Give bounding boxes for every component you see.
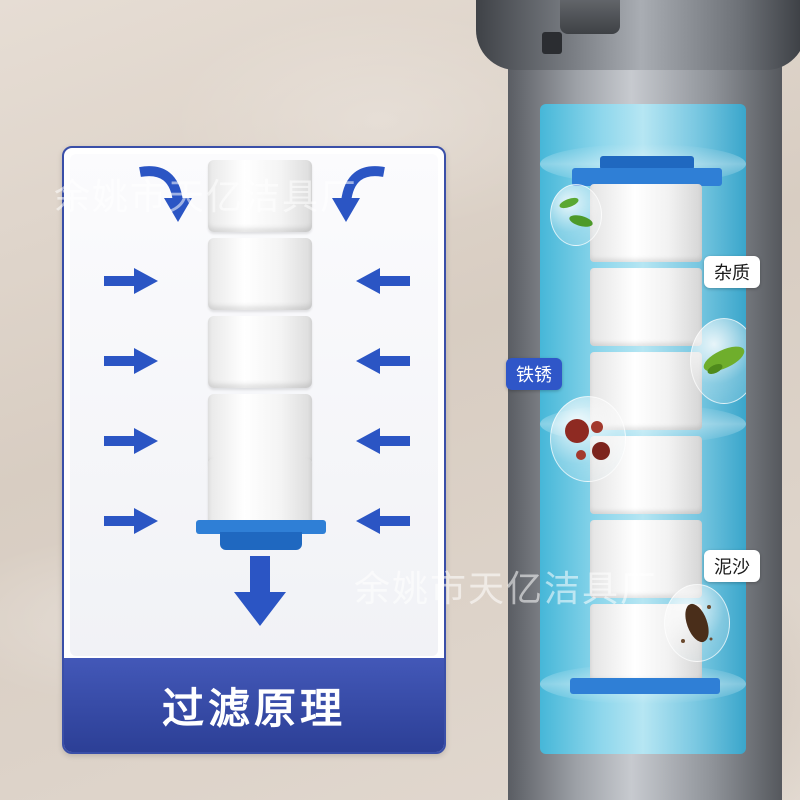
bacteria-icon (559, 197, 593, 227)
cartridge-top-cap (600, 156, 694, 170)
rust-particles-icon (565, 419, 610, 460)
sediment-bubble (664, 584, 730, 662)
impurities-label: 杂质 (704, 256, 760, 288)
left-arrow-icon (356, 348, 410, 374)
cutaway-window (540, 104, 746, 754)
filter-head (476, 0, 800, 70)
cartridge-blue-cap (196, 520, 326, 534)
rust-particles-bubble (550, 396, 626, 482)
head-clip (542, 32, 562, 54)
filter-disc (208, 160, 312, 232)
filter-disc (208, 238, 312, 310)
bacteria-bubble (690, 318, 746, 404)
filter-cartridge-illustration (208, 160, 312, 530)
panel-title-band: 过滤原理 (64, 658, 444, 752)
right-arrow-icon (104, 268, 158, 294)
sediment-label: 泥沙 (704, 550, 760, 582)
right-arrow-icon (104, 348, 158, 374)
curved-down-left-arrow-icon (332, 166, 385, 222)
down-arrow-icon (234, 556, 286, 626)
watermark-text: 余姚市天亿洁具厂 (54, 177, 359, 218)
cartridge-top-flange (572, 168, 722, 186)
filter-disc (208, 458, 312, 530)
panel-title: 过滤原理 (161, 683, 346, 733)
left-arrow-icon (356, 508, 410, 534)
filter-disc (208, 394, 312, 466)
filter-disc (590, 268, 702, 346)
bacteria-icon (703, 346, 745, 374)
right-arrow-icon (104, 508, 158, 534)
panel-diagram-area (70, 154, 438, 656)
filter-disc (590, 184, 702, 262)
filter-disc (590, 520, 702, 598)
sediment-icon (681, 603, 713, 643)
curved-down-right-arrow-icon (139, 166, 192, 222)
rust-label: 铁锈 (506, 358, 562, 390)
left-arrow-icon (356, 428, 410, 454)
valve-knob (560, 0, 620, 34)
left-arrow-icon (356, 268, 410, 294)
right-arrow-icon (104, 428, 158, 454)
watermark-text: 余姚市天亿洁具厂 (354, 569, 659, 610)
green-bacteria-bubble (550, 184, 602, 246)
cartridge-base (570, 678, 720, 694)
filtration-principle-panel: 过滤原理 (62, 146, 446, 754)
filter-disc (208, 316, 312, 388)
cartridge-outlet-stem (220, 532, 302, 550)
